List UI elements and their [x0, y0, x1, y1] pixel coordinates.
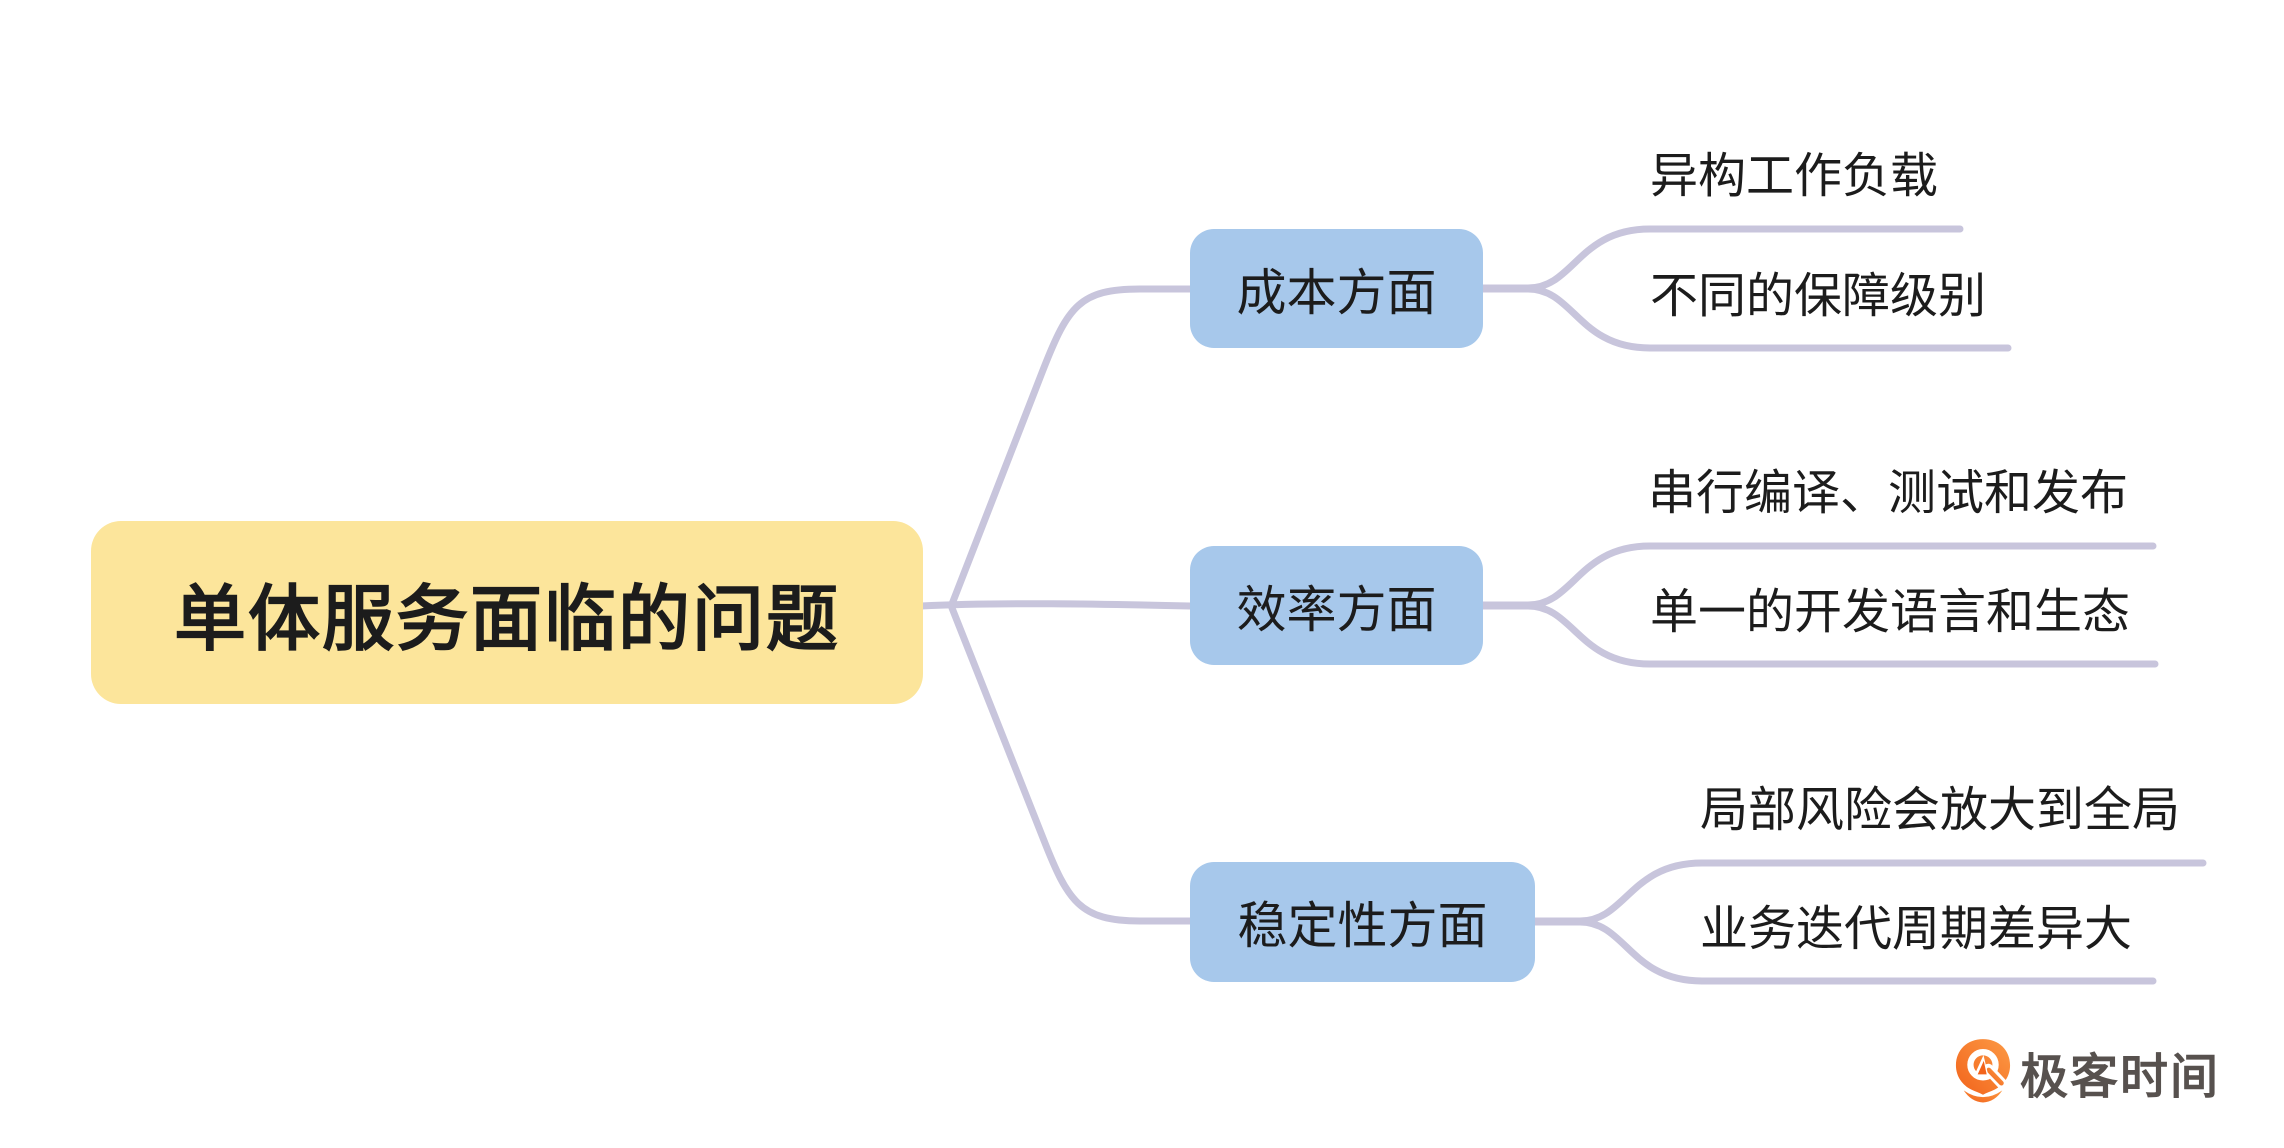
- connector-root-to-efficiency: [917, 600, 1194, 610]
- root-node-label: 单体服务面临的问题: [173, 580, 840, 660]
- connector-root-to-stability: [948, 604, 1194, 925]
- connector-efficiency-to-leaf-2: [1479, 602, 2159, 668]
- branch-node-cost-label: 成本方面: [1236, 264, 1437, 321]
- leaf-different-assurance-levels: 不同的保障级别: [1650, 270, 1987, 323]
- connector-root-to-cost: [948, 285, 1194, 608]
- connector-stability-to-leaf-2: [1531, 918, 2157, 985]
- branch-node-efficiency-label: 效率方面: [1236, 581, 1437, 638]
- leaf-iteration-cycle-differences: 业务迭代周期差异大: [1700, 903, 2133, 956]
- geektime-logo: 极客时间: [1954, 1037, 2220, 1107]
- branch-node-efficiency: 效率方面: [1190, 546, 1483, 665]
- branch-node-stability: 稳定性方面: [1190, 862, 1535, 982]
- branch-node-stability-label: 稳定性方面: [1237, 898, 1488, 954]
- connector-cost-to-leaf-2: [1479, 285, 2012, 352]
- leaf-local-risk-global-impact: 局部风险会放大到全局: [1700, 784, 2181, 837]
- geektime-logo-text: 极客时间: [2020, 1051, 2221, 1104]
- leaf-single-language-ecosystem: 单一的开发语言和生态: [1650, 586, 2131, 639]
- leaf-heterogeneous-workloads: 异构工作负载: [1650, 150, 1939, 203]
- geektime-pin-icon: [1955, 1039, 2011, 1103]
- leaf-serial-build-test-release: 串行编译、测试和发布: [1648, 467, 2129, 520]
- branch-node-cost: 成本方面: [1190, 229, 1483, 348]
- root-node: 单体服务面临的问题: [91, 521, 923, 704]
